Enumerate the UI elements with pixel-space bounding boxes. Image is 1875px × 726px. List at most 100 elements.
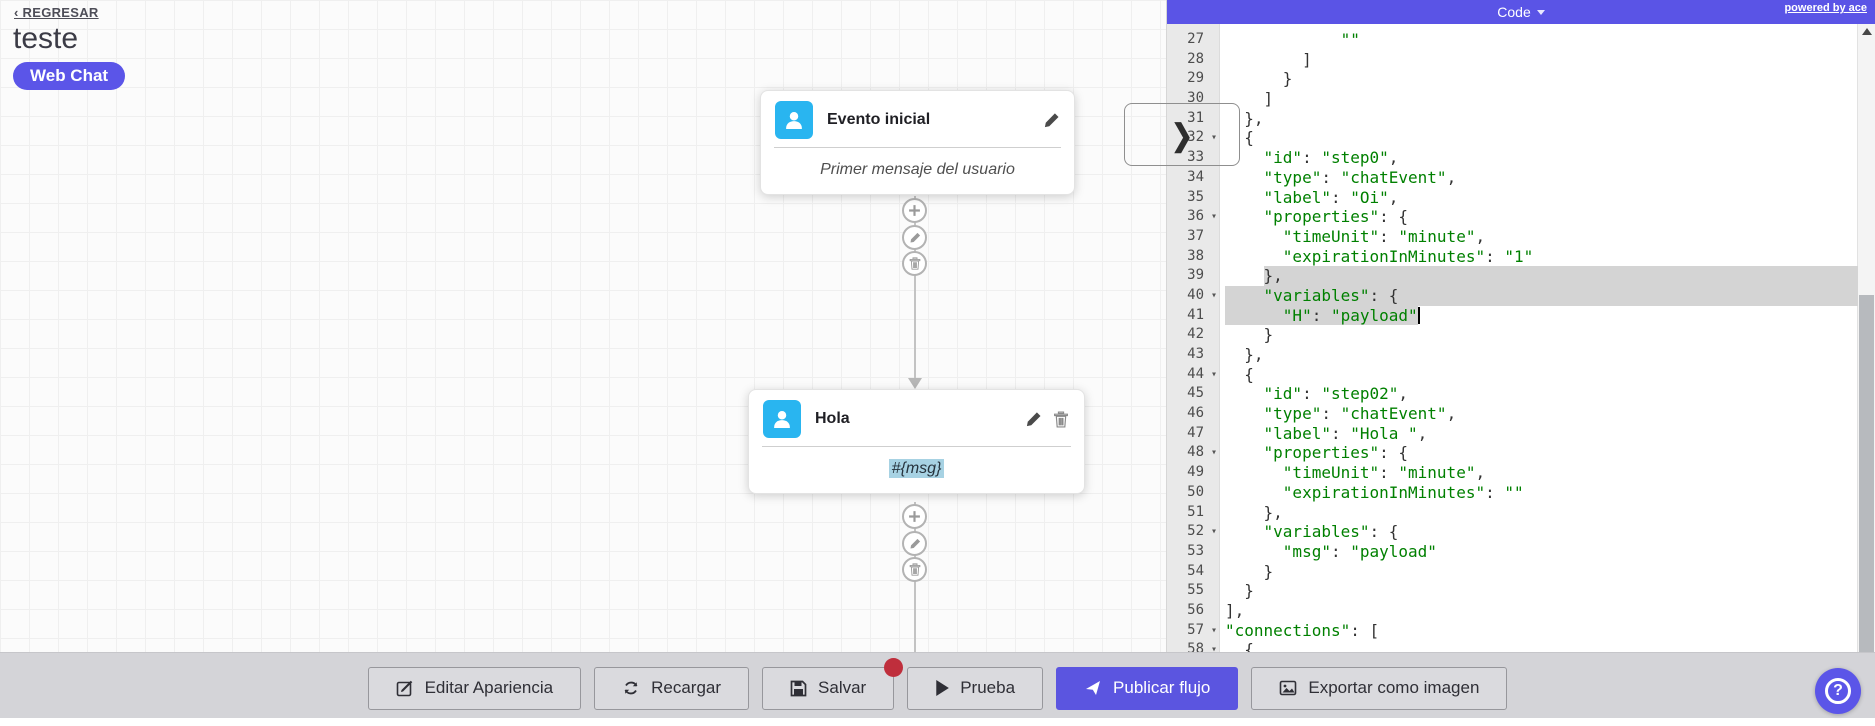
code-line[interactable]: 46 "type": "chatEvent",: [1167, 404, 1858, 424]
button-label: Publicar flujo: [1113, 678, 1211, 697]
divider: [762, 446, 1071, 447]
edit-connection-button[interactable]: [902, 225, 927, 250]
code-line[interactable]: 49 "timeUnit": "minute",: [1167, 463, 1858, 483]
pencil-icon: [910, 538, 920, 548]
user-icon: [763, 400, 801, 438]
question-mark-icon: ?: [1825, 678, 1851, 704]
fold-arrow-icon[interactable]: ▾: [1210, 368, 1217, 380]
code-line[interactable]: 56],: [1167, 601, 1858, 621]
divider: [774, 147, 1061, 148]
connector-arrow-icon: [908, 378, 922, 389]
fold-arrow-icon[interactable]: ▾: [1210, 211, 1217, 223]
image-icon: [1280, 680, 1297, 696]
code-line[interactable]: 58▾ {: [1167, 640, 1858, 652]
edit-node-button[interactable]: [1024, 410, 1042, 428]
code-line[interactable]: 44▾ {: [1167, 365, 1858, 385]
fold-arrow-icon[interactable]: ▾: [1210, 624, 1217, 636]
play-icon: [936, 680, 950, 696]
add-step-button[interactable]: [902, 198, 927, 223]
fold-arrow-icon[interactable]: ▾: [1210, 644, 1217, 652]
code-text: "properties": {: [1263, 207, 1409, 227]
line-number: 29: [1187, 70, 1204, 87]
line-number: 42: [1187, 326, 1204, 343]
node-card-hola[interactable]: Hola #{msg}: [748, 389, 1085, 494]
editar-apariencia-button[interactable]: Editar Apariencia: [367, 666, 582, 710]
powered-by-ace-link[interactable]: powered by ace: [1784, 2, 1867, 14]
code-line[interactable]: 50 "expirationInMinutes": "": [1167, 483, 1858, 503]
trash-icon: [909, 563, 920, 576]
code-line[interactable]: 52▾ "variables": {: [1167, 522, 1858, 542]
line-number: 39: [1187, 267, 1204, 284]
line-number: 53: [1187, 542, 1204, 559]
mode-dropdown-label: Code: [1497, 4, 1531, 20]
delete-connection-button[interactable]: [902, 251, 927, 276]
line-number: 54: [1187, 562, 1204, 579]
code-line[interactable]: 55 }: [1167, 581, 1858, 601]
node-title: Hola: [815, 410, 850, 427]
code-line[interactable]: 33 "id": "step0",: [1167, 148, 1858, 168]
scrollbar-thumb[interactable]: [1859, 295, 1874, 652]
code-line[interactable]: 43 },: [1167, 345, 1858, 365]
fold-arrow-icon[interactable]: ▾: [1210, 447, 1217, 459]
pencil-icon: [910, 232, 920, 242]
code-line[interactable]: 39 },: [1167, 266, 1858, 286]
code-text: "id": "step02",: [1263, 384, 1409, 404]
line-number: 28: [1187, 50, 1204, 67]
code-line[interactable]: 51 },: [1167, 503, 1858, 523]
recargar-button[interactable]: Recargar: [594, 666, 750, 710]
code-line[interactable]: 32▾ {: [1167, 128, 1858, 148]
code-line[interactable]: 48▾ "properties": {: [1167, 443, 1858, 463]
code-line[interactable]: 54 }: [1167, 562, 1858, 582]
line-number: 58▾: [1167, 640, 1219, 652]
edit-connection-button[interactable]: [902, 531, 927, 556]
line-number: 52▾: [1167, 522, 1219, 542]
code-line[interactable]: 36▾ "properties": {: [1167, 207, 1858, 227]
code-line[interactable]: 30 ]: [1167, 89, 1858, 109]
back-link[interactable]: ‹ REGRESAR: [14, 5, 99, 20]
code-line[interactable]: 29 }: [1167, 69, 1858, 89]
code-rows: 27 ""28 ]29 }30 ]31 },32▾ {33 "id": "ste…: [1167, 30, 1858, 652]
fold-arrow-icon[interactable]: ▾: [1210, 289, 1217, 301]
send-plane-icon: [1086, 681, 1101, 695]
code-line[interactable]: 34 "type": "chatEvent",: [1167, 168, 1858, 188]
line-number: 56: [1187, 601, 1204, 618]
add-step-button[interactable]: [902, 504, 927, 529]
node-card-evento-inicial[interactable]: Evento inicial Primer mensaje del usuari…: [760, 90, 1075, 195]
salvar-button[interactable]: Salvar: [762, 657, 904, 710]
code-line[interactable]: 57▾"connections": [: [1167, 621, 1858, 641]
code-text: "variables": {: [1263, 522, 1399, 542]
fold-arrow-icon[interactable]: ▾: [1210, 526, 1217, 538]
code-line[interactable]: 37 "timeUnit": "minute",: [1167, 227, 1858, 247]
code-line[interactable]: 42 }: [1167, 325, 1858, 345]
fold-arrow-icon[interactable]: ▾: [1210, 132, 1217, 144]
code-line[interactable]: 28 ]: [1167, 50, 1858, 70]
code-line[interactable]: 31 },: [1167, 109, 1858, 129]
code-line[interactable]: 27 "": [1167, 30, 1858, 50]
code-text: "label": "Oi",: [1263, 187, 1399, 207]
code-line[interactable]: 53 "msg": "payload": [1167, 542, 1858, 562]
delete-connection-button[interactable]: [902, 557, 927, 582]
mode-dropdown[interactable]: Code: [1497, 4, 1545, 20]
vertical-scrollbar[interactable]: [1857, 24, 1875, 652]
editor-body[interactable]: 27 ""28 ]29 }30 ]31 },32▾ {33 "id": "ste…: [1167, 24, 1875, 652]
line-number: 51: [1187, 503, 1204, 520]
code-text: "type": "chatEvent",: [1263, 167, 1457, 187]
code-line[interactable]: 40▾ "variables": {: [1167, 285, 1858, 306]
code-line[interactable]: 47 "label": "Hola ",: [1167, 424, 1858, 444]
code-line[interactable]: 41 "H": "payload": [1167, 305, 1858, 326]
button-label: Prueba: [960, 678, 1016, 697]
scroll-up-arrow-icon[interactable]: [1862, 28, 1872, 35]
code-text: "timeUnit": "minute",: [1282, 463, 1486, 483]
line-number: 32▾: [1167, 128, 1219, 148]
code-line[interactable]: 45 "id": "step02",: [1167, 384, 1858, 404]
code-text: "msg": "payload": [1282, 541, 1437, 561]
code-line[interactable]: 35 "label": "Oi",: [1167, 188, 1858, 208]
code-line[interactable]: 38 "expirationInMinutes": "1": [1167, 247, 1858, 267]
edit-node-button[interactable]: [1042, 111, 1060, 129]
help-button[interactable]: ?: [1815, 668, 1861, 714]
delete-node-button[interactable]: [1052, 410, 1070, 428]
prueba-button[interactable]: Prueba: [907, 666, 1044, 710]
exportar-como-imagen-button[interactable]: Exportar como imagen: [1251, 666, 1508, 710]
panel-collapse-toggle[interactable]: ❯: [1124, 103, 1240, 166]
publicar-flujo-button[interactable]: Publicar flujo: [1056, 666, 1239, 710]
